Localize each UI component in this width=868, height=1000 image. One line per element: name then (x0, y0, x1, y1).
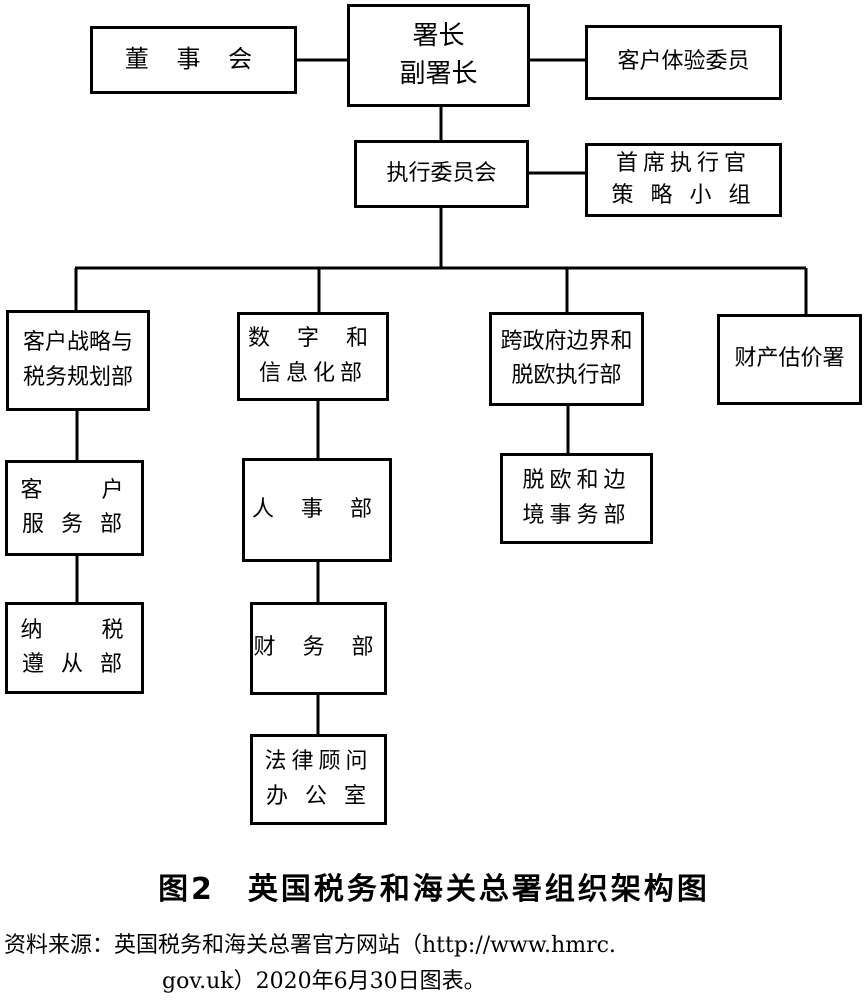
sub2c-label-line1: 法律顾问 (264, 749, 373, 775)
source-line-2: gov.uk）2020年6月30日图表。 (162, 969, 486, 994)
solicitors-office-box: 法律顾问 办 公 室 (250, 734, 387, 825)
ceo-group-label-line1: 首席执行官 (615, 151, 751, 177)
sub1b-label-line2: 遵 从 部 (22, 652, 127, 677)
customer-experience-box: 客户体验委员 (585, 25, 782, 100)
figure-caption: 图2 英国税务和海关总署组织架构图 (158, 872, 710, 907)
ceo-strategy-group-box: 首席执行官 策 略 小 组 (585, 143, 782, 217)
dept1-label-line1: 客户战略与 (22, 330, 133, 356)
dept3-label-line2: 脱欧执行部 (511, 363, 622, 388)
customer-compliance-box: 纳 税 遵 从 部 (5, 602, 144, 694)
dept3-label-line1: 跨政府边界和 (500, 328, 633, 354)
source-note: 资料来源：英国税务和海关总署官方网站（http://www.hmrc. gov.… (4, 928, 616, 1000)
finance-department-box: 财 务 部 (250, 602, 387, 695)
customer-strategy-tax-design-box: 客户战略与 税务规划部 (6, 310, 150, 411)
board-label: 董 事 会 (124, 45, 263, 74)
board-box: 董 事 会 (90, 26, 297, 94)
people-department-box: 人 事 部 (242, 458, 392, 562)
sub1a-label-line1: 客 户 (20, 477, 129, 503)
dept2-label-line1: 数 字 和 (248, 326, 378, 352)
sub1b-label-line1: 纳 税 (20, 617, 129, 643)
sub3a-label-line2: 境事务部 (522, 502, 631, 528)
deputy-commissioner-label: 副署长 (399, 58, 478, 89)
customer-experience-label: 客户体验委员 (617, 49, 750, 75)
customer-services-box: 客 户 服 务 部 (5, 460, 144, 556)
sub2b-label: 财 务 部 (253, 635, 384, 661)
ceo-group-label-line2: 策 略 小 组 (611, 183, 756, 208)
sub2c-label-line2: 办 公 室 (266, 783, 371, 809)
executive-committee-box: 执行委员会 (354, 140, 529, 208)
eu-exit-border-box: 脱欧和边 境事务部 (500, 453, 653, 544)
commissioner-label: 署长 (412, 20, 465, 51)
executive-committee-label: 执行委员会 (386, 160, 497, 186)
dept1-label-line2: 税务规划部 (22, 364, 133, 390)
source-line-1: 资料来源：英国税务和海关总署官方网站（http://www.hmrc. (4, 933, 616, 958)
digital-information-box: 数 字 和 信息化部 (237, 312, 389, 401)
sub1a-label-line2: 服 务 部 (22, 512, 127, 537)
sub3a-label-line1: 脱欧和边 (522, 468, 631, 494)
dept4-label: 财产估价署 (734, 346, 845, 372)
dept2-label-line2: 信息化部 (258, 360, 367, 386)
borders-eu-exit-box: 跨政府边界和 脱欧执行部 (489, 312, 644, 406)
valuation-office-box: 财产估价署 (717, 314, 862, 405)
commissioner-box: 署长 副署长 (347, 4, 530, 107)
sub2a-label: 人 事 部 (252, 496, 382, 522)
